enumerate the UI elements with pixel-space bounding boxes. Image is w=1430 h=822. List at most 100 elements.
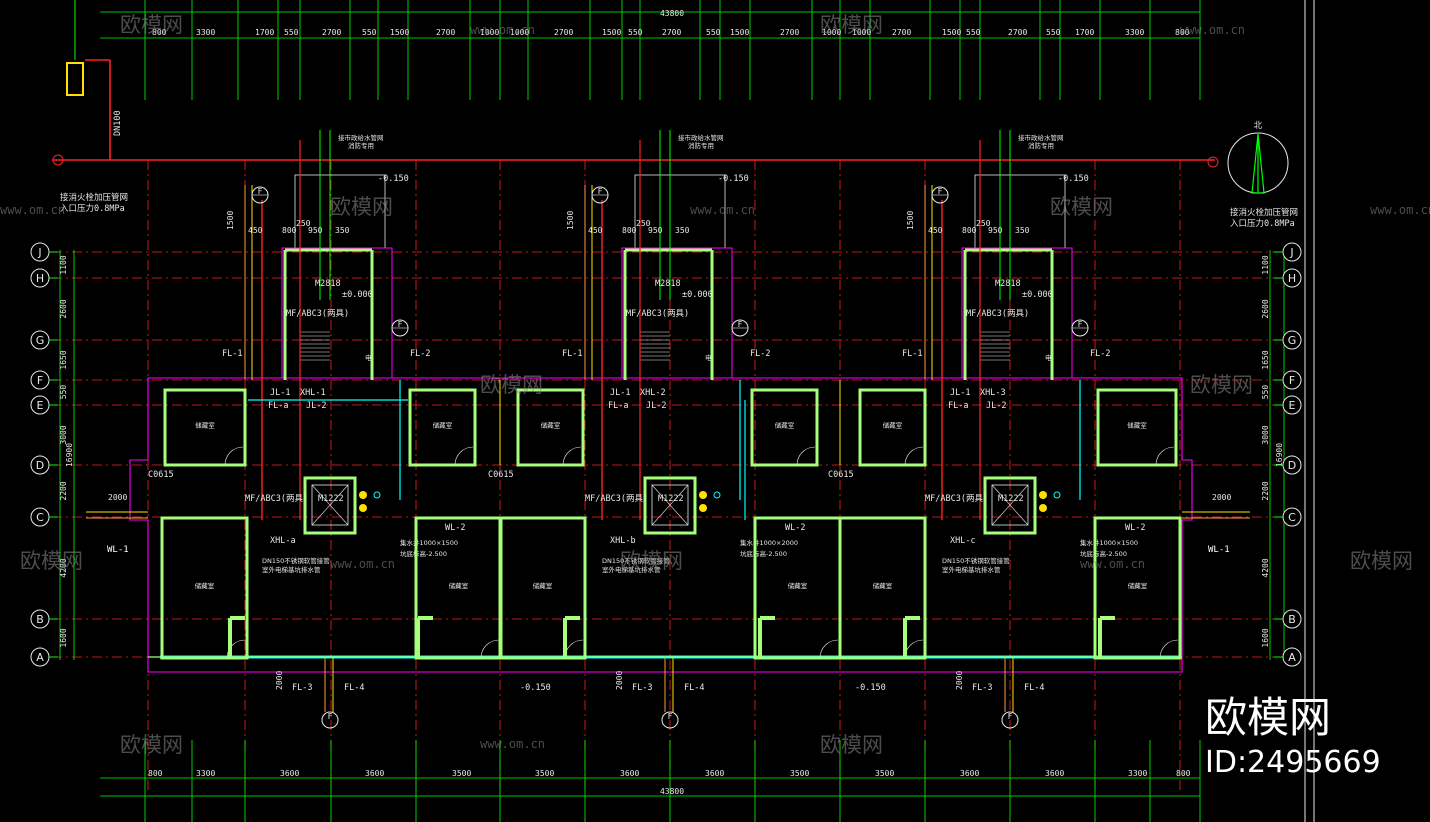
room-label: 储藏室 bbox=[533, 581, 553, 590]
wall-stub-2 bbox=[563, 616, 580, 658]
axis-bubble-j-left: J bbox=[30, 242, 58, 262]
watermark-brand-5: 欧模网 bbox=[1190, 373, 1253, 397]
room-label: 储藏室 bbox=[433, 421, 453, 430]
watermark-url-6: www.om.cn bbox=[1080, 557, 1145, 571]
fl1-label: FL-1 bbox=[562, 349, 582, 359]
left-dim-0: 1100 bbox=[59, 255, 68, 274]
bottom-dim-4: 3500 bbox=[452, 769, 471, 778]
room-label: 储藏室 bbox=[1127, 421, 1147, 430]
f-marker: F bbox=[591, 186, 609, 204]
pit-depth: 坑底标高-2.500 bbox=[400, 549, 447, 558]
bottom-dim-12: 3300 bbox=[1128, 769, 1147, 778]
axis-label: B bbox=[1288, 613, 1296, 626]
top-dim-0: 800 bbox=[152, 28, 167, 37]
dn150-label: DN150不锈钢软管接管 bbox=[602, 556, 670, 565]
top-dim-16: 2700 bbox=[780, 28, 799, 37]
left-dim-1: 2600 bbox=[59, 299, 68, 318]
wall-stub-0 bbox=[228, 616, 245, 658]
axis-grid bbox=[52, 160, 1280, 790]
watermark-brand-7: 欧模网 bbox=[620, 549, 683, 573]
hydrant-conn-left: 接消火栓加压管网 bbox=[60, 192, 128, 203]
mfabc-top: MF/ABC3(两具) bbox=[966, 309, 1029, 319]
left-dim-7: 1600 bbox=[59, 628, 68, 647]
bottom-dim-13: 800 bbox=[1176, 769, 1191, 778]
top-dim-18: 1000 bbox=[852, 28, 871, 37]
elev-zero: ±0.000 bbox=[1022, 290, 1053, 300]
fl3-label-2: FL-3 bbox=[972, 683, 992, 693]
axis-label: C bbox=[1288, 511, 1296, 524]
axis-label: A bbox=[1288, 651, 1296, 664]
elev-top: -0.150 bbox=[718, 174, 749, 184]
wl2-label: WL-2 bbox=[1125, 523, 1145, 533]
top-dim-6: 1500 bbox=[390, 28, 409, 37]
watermark-url-2: www.om.cn bbox=[0, 203, 65, 217]
jl1-label: JL-1 bbox=[950, 388, 970, 398]
mfabc-top: MF/ABC3(两具) bbox=[626, 309, 689, 319]
room-walls: 储藏室储藏室储藏室储藏室储藏室储藏室储藏室储藏室储藏室储藏室储藏室储藏室 bbox=[160, 380, 1182, 660]
top-dim-12: 550 bbox=[628, 28, 643, 37]
room-label: 储藏室 bbox=[1128, 581, 1148, 590]
side-dimension-lines bbox=[59, 250, 1285, 660]
dim-bottom-2000-2: 2000 bbox=[955, 671, 964, 690]
wall-stub-4 bbox=[903, 616, 920, 658]
axis-bubble-b-right: B bbox=[1274, 609, 1302, 629]
elec-label: 电 bbox=[1045, 353, 1052, 362]
dim-bottom-2000-1: 2000 bbox=[615, 671, 624, 690]
room-label: 储藏室 bbox=[873, 581, 893, 590]
storage-room-0: 储藏室 bbox=[163, 388, 247, 467]
storage-room-8: 储藏室 bbox=[498, 516, 587, 660]
axis-label: G bbox=[1288, 334, 1297, 347]
left-dim-4: 3000 bbox=[59, 425, 68, 444]
valve-note: 接市政给水管网 bbox=[338, 133, 384, 142]
xhl-label: XHL-3 bbox=[980, 388, 1006, 398]
axis-bubble-j-right: J bbox=[1274, 242, 1302, 262]
watermark-url-3: www.om.cn bbox=[690, 203, 755, 217]
dn150-sub: 室外电梯基坑排水管 bbox=[602, 565, 661, 574]
top-dim-10: 2700 bbox=[554, 28, 573, 37]
f-mark-label: F bbox=[1008, 712, 1013, 721]
valve-note: 接市政给水管网 bbox=[678, 133, 724, 142]
room-label: 储藏室 bbox=[541, 421, 561, 430]
mfabc-mid: MF/ABC3(两具) bbox=[585, 494, 648, 504]
pipe-endpoint-right bbox=[1207, 156, 1219, 168]
axis-bubble-e-right: E bbox=[1274, 395, 1302, 415]
fl2-label: FL-2 bbox=[410, 349, 430, 359]
axis-bubble-h-right: H bbox=[1274, 268, 1302, 288]
wl1-right: WL-1 bbox=[1208, 545, 1230, 555]
watermark-url-0: www.om.cn bbox=[470, 23, 535, 37]
pit-label: 集水井1000×1500 bbox=[400, 538, 458, 547]
axis-bubble-g-left: G bbox=[30, 330, 58, 350]
f-mark-label: F bbox=[398, 320, 403, 329]
xhl-lower-label: XHL-c bbox=[950, 536, 976, 546]
bottom-dim-2: 3600 bbox=[280, 769, 299, 778]
f-marker: F bbox=[731, 319, 749, 337]
axis-label: G bbox=[36, 334, 45, 347]
left-dim-6: 4200 bbox=[59, 558, 68, 577]
north-label: 北 bbox=[1254, 121, 1263, 131]
top-dimension-chain bbox=[100, 0, 1201, 100]
stair-dim-6: 350 bbox=[1015, 226, 1030, 235]
elevator-label: M1222 bbox=[658, 494, 684, 504]
watermark-brand-2: 欧模网 bbox=[330, 195, 393, 219]
stair-dim-5: 950 bbox=[648, 226, 663, 235]
stair-dim-5: 950 bbox=[308, 226, 323, 235]
axis-label: H bbox=[1288, 272, 1296, 285]
valve-note-2: 消防专用 bbox=[348, 141, 374, 150]
fl3-label-0: FL-3 bbox=[292, 683, 312, 693]
window-label: C0615 bbox=[488, 470, 514, 480]
top-dim-20: 1500 bbox=[942, 28, 961, 37]
right-total-dimension: 16900 bbox=[1275, 443, 1284, 467]
fl1-label: FL-1 bbox=[902, 349, 922, 359]
stair-dim-4: 800 bbox=[282, 226, 297, 235]
storage-room-11: 储藏室 bbox=[1093, 516, 1182, 660]
axis-bubble-a-left: A bbox=[30, 647, 58, 667]
top-dim-22: 2700 bbox=[1008, 28, 1027, 37]
fla-label: FL-a bbox=[268, 401, 288, 411]
right-dim-0: 1100 bbox=[1261, 255, 1270, 274]
watermark-brand-6: 欧模网 bbox=[20, 549, 83, 573]
